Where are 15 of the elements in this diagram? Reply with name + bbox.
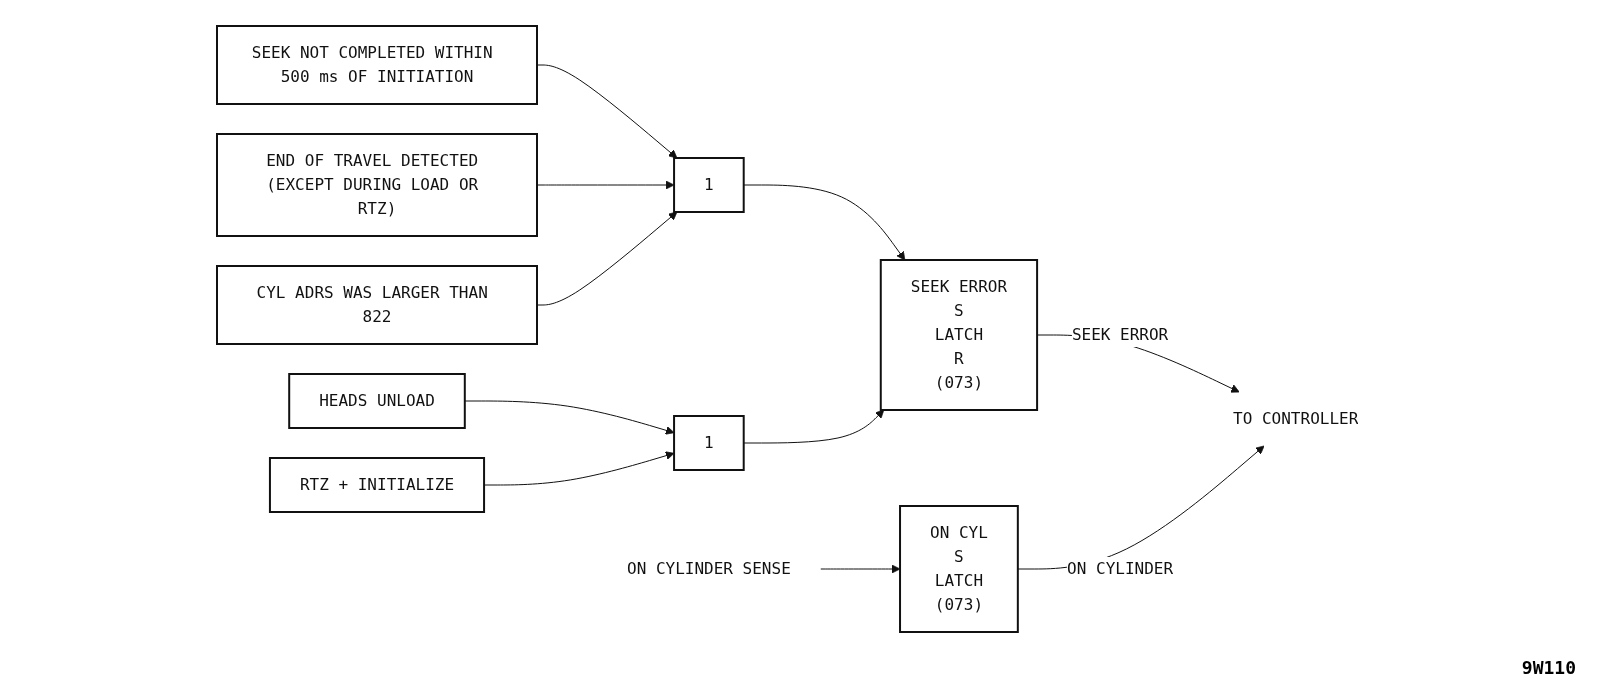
node-box: HEADS UNLOAD	[288, 373, 467, 429]
figure-number: 9W110	[1521, 657, 1576, 678]
node-box: SEEK NOT COMPLETED WITHIN 500 ms OF INITIATION	[216, 25, 539, 105]
edge-label: ON CYLINDER	[1067, 559, 1174, 578]
node-box: CYL ADRS WAS LARGER THAN 822	[216, 265, 539, 345]
edge-label: SEEK ERROR	[1072, 325, 1169, 344]
node-box: 1	[673, 415, 746, 471]
arrow	[820, 564, 901, 574]
node-box: 1	[673, 157, 746, 213]
node-text: TO CONTROLLER	[1233, 409, 1359, 428]
node-box: ON CYL S LATCH (073)	[899, 505, 1020, 633]
node-box: SEEK ERROR S LATCH R (073)	[880, 259, 1039, 411]
node-box: END OF TRAVEL DETECTED (EXCEPT DURING LOAD OR RTZ)	[216, 133, 539, 237]
node-box: RTZ + INITIALIZE	[269, 457, 486, 513]
node-text: ON CYLINDER SENSE	[627, 559, 792, 578]
